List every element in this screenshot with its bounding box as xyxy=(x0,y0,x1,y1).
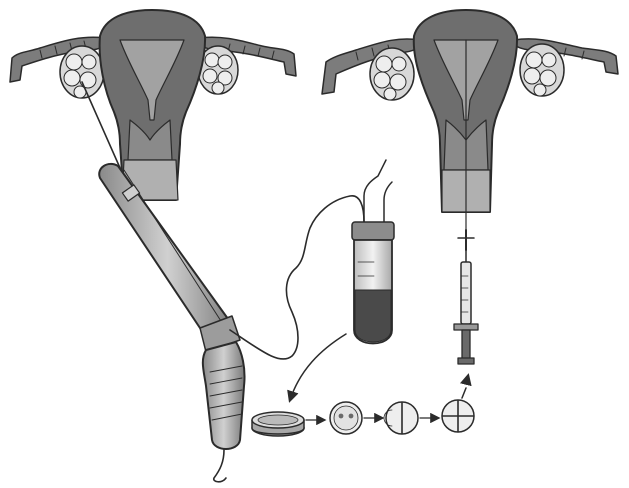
ovary-right-2 xyxy=(520,44,564,96)
transfer-syringe xyxy=(454,250,478,364)
ultrasound-probe xyxy=(99,164,244,449)
ovary-left xyxy=(60,46,104,98)
zygote xyxy=(330,402,362,434)
aspirated-fluid xyxy=(355,290,391,342)
probe-cable xyxy=(214,450,226,482)
culture-sequence xyxy=(252,376,474,436)
arrow-tube-to-dish xyxy=(290,334,346,400)
petri-dish xyxy=(252,412,304,436)
collection-tube xyxy=(352,160,394,344)
two-cell-embryo xyxy=(384,402,418,434)
four-cell-embryo xyxy=(442,400,474,432)
ovary-left-2 xyxy=(370,48,414,100)
arrow-embryo-to-syringe xyxy=(462,376,468,398)
